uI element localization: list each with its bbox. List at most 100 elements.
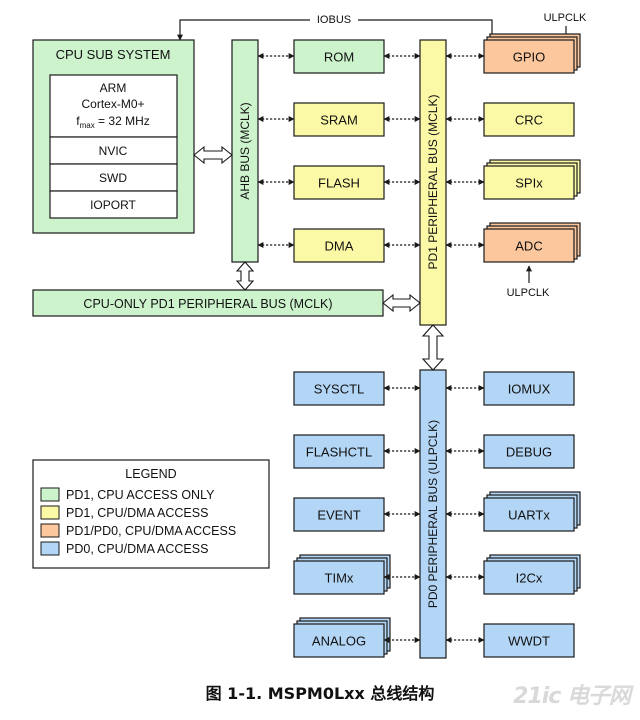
ulpclk-adc-label: ULPCLK: [507, 287, 550, 299]
legend: LEGEND PD1, CPU ACCESS ONLY PD1, CPU/DMA …: [32, 459, 270, 569]
module-uartx: UARTx: [483, 491, 581, 532]
module-box: [293, 165, 385, 200]
module-box: [483, 228, 575, 263]
module-dma: DMA: [293, 228, 385, 263]
module-debug: DEBUG: [483, 434, 575, 469]
ulpclk-top-label: ULPCLK: [544, 12, 587, 24]
cortex-label: Cortex-M0+: [81, 97, 144, 111]
module-label: EVENT: [317, 508, 360, 523]
site-watermark: 21ic 电子网: [513, 684, 631, 709]
swd-box: [49, 163, 178, 192]
ulpclk-adc-input: ULPCLK: [507, 265, 550, 299]
legend-item-label: PD0, CPU/DMA ACCESS: [66, 542, 208, 556]
module-timx: TIMx: [293, 554, 391, 595]
arm-label: ARM: [100, 81, 127, 95]
legend-item-label: PD1, CPU ACCESS ONLY: [66, 488, 215, 502]
fmax-label: fmax = 32 MHz: [76, 114, 150, 130]
ahb-bus: AHB BUS (MCLK): [231, 39, 259, 263]
pd0-bus-label: PD0 PERIPHERAL BUS (ULPCLK): [426, 420, 440, 608]
pd1-bus-label: PD1 PERIPHERAL BUS (MCLK): [426, 95, 440, 270]
module-flashctl: FLASHCTL: [293, 434, 385, 469]
module-label: ANALOG: [312, 634, 366, 649]
module-box: [483, 560, 575, 595]
cpu-only-bus-label: CPU-ONLY PD1 PERIPHERAL BUS (MCLK): [83, 297, 332, 311]
module-box: [483, 371, 575, 406]
swd-label: SWD: [99, 171, 127, 185]
module-sysctl: SYSCTL: [293, 371, 385, 406]
nvic-label: NVIC: [99, 144, 128, 158]
module-sram: SRAM: [293, 102, 385, 137]
module-label: I2Cx: [516, 571, 543, 586]
cpu-ahb-double-arrow: [193, 145, 233, 165]
module-analog: ANALOG: [293, 617, 391, 658]
module-label: FLASHCTL: [306, 445, 372, 460]
module-box: [483, 165, 575, 200]
bus-architecture-diagram: IOBUS ULPCLK CPU SUB SYSTEM ARM Cortex-M…: [32, 12, 587, 659]
caption-name: MSPM0Lxx: [267, 684, 365, 703]
module-wwdt: WWDT: [483, 623, 575, 658]
legend-swatch: [40, 487, 60, 502]
cpu-only-pd1-bus: CPU-ONLY PD1 PERIPHERAL BUS (MCLK): [32, 289, 384, 317]
module-iomux: IOMUX: [483, 371, 575, 406]
ioport-box: [49, 190, 178, 219]
module-box: [483, 102, 575, 137]
module-box: [483, 623, 575, 658]
module-box: [483, 434, 575, 469]
module-label: DMA: [325, 239, 354, 254]
module-box: [293, 497, 385, 532]
legend-item-label: PD1, CPU/DMA ACCESS: [66, 506, 208, 520]
cpu-subsystem: CPU SUB SYSTEM ARM Cortex-M0+ fmax = 32 …: [32, 39, 195, 234]
module-i2cx: I2Cx: [483, 554, 581, 595]
module-label: SYSCTL: [314, 382, 365, 397]
module-crc: CRC: [483, 102, 575, 137]
module-gpio: GPIO: [483, 33, 581, 74]
legend-swatch: [40, 541, 60, 556]
module-label: DEBUG: [506, 445, 552, 460]
ahb-cpu-only-double-arrow: [235, 261, 255, 291]
module-event: EVENT: [293, 497, 385, 532]
pd1-pd0-double-arrow: [421, 324, 445, 371]
legend-swatch: [40, 505, 60, 520]
ahb-modules: ROM SRAM FLASH DMA: [293, 39, 385, 263]
module-label: ADC: [515, 239, 542, 254]
module-label: UARTx: [508, 508, 550, 523]
bus-connectors: [257, 53, 485, 643]
ioport-label: IOPORT: [90, 198, 136, 212]
iobus-label: IOBUS: [317, 14, 351, 26]
legend-items: PD1, CPU ACCESS ONLY PD1, CPU/DMA ACCESS P…: [40, 487, 236, 556]
module-adc: ADC: [483, 222, 581, 263]
ahb-bus-label: AHB BUS (MCLK): [238, 102, 252, 199]
nvic-box: [49, 136, 178, 165]
cpu-subsystem-title: CPU SUB SYSTEM: [56, 47, 171, 62]
arm-core-box: [49, 74, 178, 138]
module-box: [293, 623, 385, 658]
module-label: IOMUX: [508, 382, 551, 397]
module-label: SPIx: [515, 176, 543, 191]
module-label: SRAM: [320, 113, 358, 128]
figure-caption: 图 1-1. MSPM0Lxx 总线结构: [0, 680, 640, 704]
module-box: [293, 102, 385, 137]
module-label: GPIO: [513, 50, 546, 65]
module-label: FLASH: [318, 176, 360, 191]
iobus-connection: IOBUS: [177, 12, 495, 41]
module-label: WWDT: [508, 634, 550, 649]
caption-prefix: 图 1-1.: [205, 684, 268, 703]
pd0-bus: PD0 PERIPHERAL BUS (ULPCLK): [419, 369, 447, 659]
module-spix: SPIx: [483, 159, 581, 200]
module-rom: ROM: [293, 39, 385, 74]
legend-box: [32, 459, 270, 569]
module-label: TIMx: [325, 571, 354, 586]
legend-title: LEGEND: [125, 467, 176, 481]
pd1-bus: PD1 PERIPHERAL BUS (MCLK): [419, 39, 447, 326]
module-flash: FLASH: [293, 165, 385, 200]
caption-suffix: 总线结构: [364, 684, 435, 703]
module-label: CRC: [515, 113, 543, 128]
module-box: [483, 497, 575, 532]
cpu-only-pd1-double-arrow: [382, 293, 421, 313]
fat-arrows: [193, 145, 445, 371]
legend-item-label: PD1/PD0, CPU/DMA ACCESS: [66, 524, 236, 538]
legend-swatch: [40, 523, 60, 538]
